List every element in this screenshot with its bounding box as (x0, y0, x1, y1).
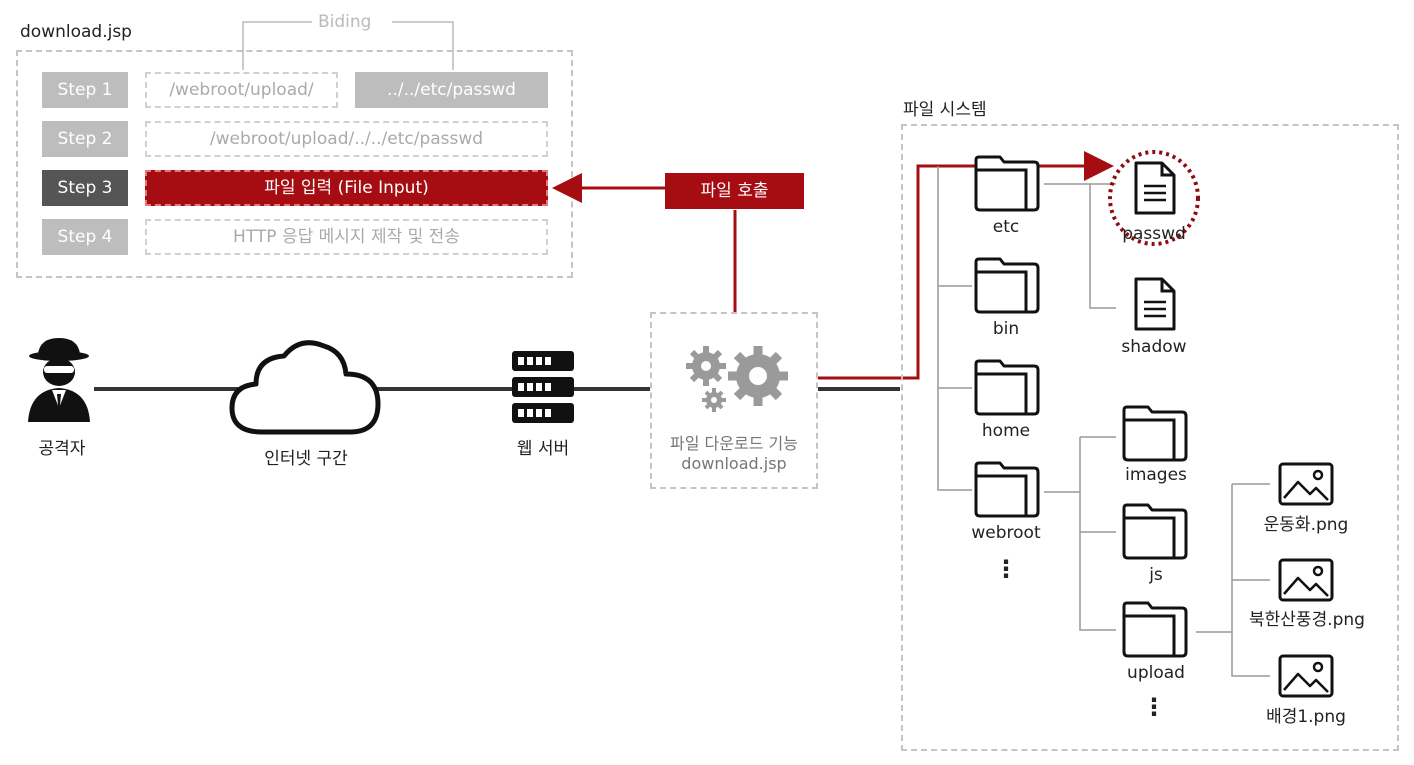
file-label-passwd: passwd (1122, 224, 1186, 244)
download-function-box: 파일 다운로드 기능 download.jsp (650, 312, 818, 489)
image-label-2: 북한산풍경.png (1249, 610, 1365, 630)
folder-label-etc: etc (992, 217, 1020, 237)
function-label-line2: download.jsp (681, 454, 787, 473)
folder-icon (1122, 503, 1188, 560)
step-1-path-box: /webroot/upload/ (145, 72, 338, 108)
file-call-label: 파일 호출 (665, 173, 804, 209)
folder-label-webroot: webroot (971, 523, 1041, 543)
web-server-label: 웹 서버 (516, 439, 570, 459)
image-icon (1278, 462, 1334, 506)
internet-label: 인터넷 구간 (264, 449, 348, 469)
step-2-label: Step 2 (42, 121, 128, 157)
step-3-label: Step 3 (42, 170, 128, 206)
folder-label-js: js (1149, 565, 1163, 585)
cloud-icon (229, 340, 381, 435)
file-icon (1134, 161, 1176, 215)
step-4-response-box: HTTP 응답 메시지 제작 및 전송 (145, 219, 548, 255)
jsp-panel (16, 50, 573, 278)
step-1-label: Step 1 (42, 72, 128, 108)
folder-icon (1122, 405, 1188, 462)
binding-bracket (242, 21, 454, 70)
file-icon (1134, 277, 1176, 331)
image-icon (1278, 654, 1334, 698)
binding-label: Biding (318, 12, 372, 32)
filesystem-title: 파일 시스템 (903, 100, 987, 120)
highlight-circle (1108, 150, 1200, 246)
folder-icon (974, 257, 1040, 314)
image-label-1: 운동화.png (1263, 515, 1349, 535)
folder-label-bin: bin (992, 319, 1020, 339)
folder-label-upload: upload (1127, 663, 1185, 683)
web-server-icon (512, 351, 574, 423)
folder-label-home: home (981, 421, 1031, 441)
image-icon (1278, 558, 1334, 602)
attacker-label: 공격자 (38, 439, 86, 459)
step-1-input-box: ../../etc/passwd (355, 72, 548, 108)
step-2-path-box: /webroot/upload/../../etc/passwd (145, 121, 548, 157)
attacker-icon (28, 338, 90, 422)
root-ellipsis: ⋮ (994, 555, 1018, 583)
function-label-line1: 파일 다운로드 기능 (670, 434, 798, 453)
file-label-shadow: shadow (1121, 337, 1187, 357)
jsp-panel-title: download.jsp (20, 22, 132, 42)
step-3-file-input-box: 파일 입력 (File Input) (145, 170, 548, 206)
folder-icon (974, 155, 1040, 212)
gears-icon (686, 346, 788, 412)
webroot-ellipsis: ⋮ (1142, 693, 1166, 721)
folder-label-images: images (1125, 465, 1187, 485)
filesystem-panel (901, 124, 1399, 751)
step-4-label: Step 4 (42, 219, 128, 255)
image-label-3: 배경1.png (1266, 707, 1346, 727)
folder-icon (1122, 601, 1188, 658)
folder-icon (974, 461, 1040, 518)
folder-icon (974, 359, 1040, 416)
